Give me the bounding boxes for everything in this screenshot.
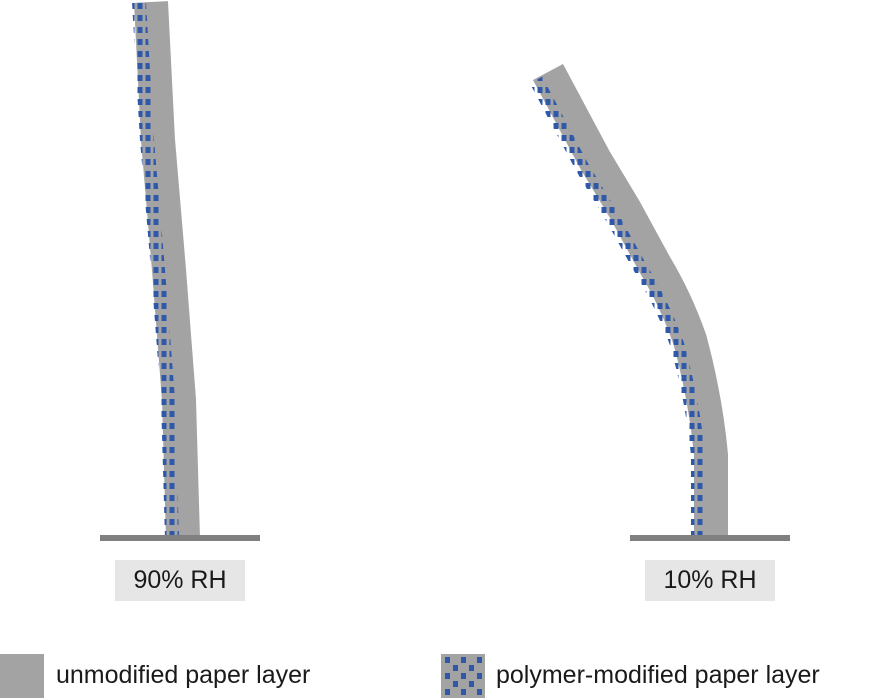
unmodified-layer-90rh <box>134 1 200 539</box>
legend-unmodified-label: unmodified paper layer <box>56 661 311 689</box>
strip-90rh <box>100 1 260 541</box>
legend-polymer-modified: polymer-modified paper layer <box>441 654 875 698</box>
polymer-modified-swatch <box>441 654 485 698</box>
label-90rh: 90% RH <box>115 560 245 601</box>
polymer-layer-dots-10rh <box>529 76 705 538</box>
unmodified-layer-10rh <box>533 63 728 538</box>
unmodified-swatch <box>0 654 44 698</box>
strip-10rh <box>529 63 790 541</box>
legend-polymer-modified-label: polymer-modified paper layer <box>496 661 820 689</box>
legend-unmodified: unmodified paper layer <box>0 654 380 698</box>
polymer-layer-dots-90rh <box>132 1 179 539</box>
label-10rh: 10% RH <box>645 560 775 601</box>
